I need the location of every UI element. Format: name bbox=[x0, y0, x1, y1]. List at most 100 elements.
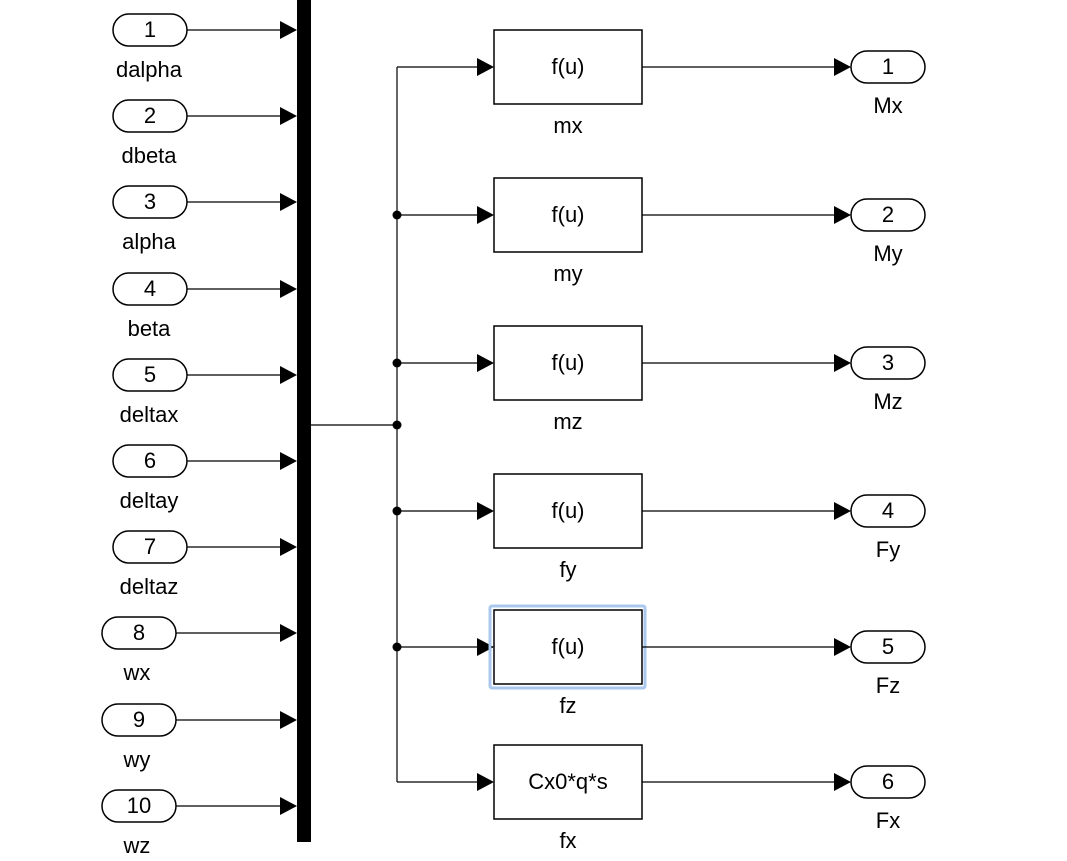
inport-arrow bbox=[280, 538, 297, 556]
fcn-block-box[interactable] bbox=[493, 177, 643, 253]
fcn-block-label: fx bbox=[559, 828, 576, 853]
fcn-expression: Cx0*q*s bbox=[528, 769, 607, 794]
inport-arrow bbox=[280, 624, 297, 642]
fcn-block-box[interactable] bbox=[493, 609, 643, 685]
outport-shape[interactable] bbox=[850, 198, 926, 232]
outport-shape[interactable] bbox=[850, 346, 926, 380]
outport-number: 4 bbox=[882, 498, 894, 523]
inport-arrow bbox=[280, 452, 297, 470]
outport-arrow bbox=[834, 638, 851, 656]
outport-2[interactable]: 2My bbox=[642, 198, 926, 266]
inport-label: deltax bbox=[120, 402, 179, 427]
fcn-block-box[interactable] bbox=[493, 29, 643, 105]
inport-1[interactable]: 1 dalpha bbox=[112, 13, 297, 82]
fcn-block-fz[interactable]: f(u) fz bbox=[488, 604, 647, 718]
outport-shape[interactable] bbox=[850, 765, 926, 799]
outport-arrow bbox=[834, 773, 851, 791]
branch-arrow bbox=[477, 502, 494, 520]
fcn-block-fx[interactable]: Cx0*q*s fx bbox=[493, 744, 643, 853]
fcn-block-box[interactable] bbox=[493, 473, 643, 549]
outports-layer: 1Mx 2My 3Mz 4Fy 5Fz 6Fx bbox=[642, 50, 926, 833]
outport-label: Fx bbox=[876, 808, 900, 833]
inport-number: 6 bbox=[144, 448, 156, 473]
inport-arrow bbox=[280, 107, 297, 125]
inport-arrow bbox=[280, 797, 297, 815]
outport-number: 2 bbox=[882, 202, 894, 227]
fcn-block-box[interactable] bbox=[493, 325, 643, 401]
branch-point bbox=[392, 358, 402, 368]
inport-label: deltaz bbox=[120, 574, 179, 599]
signal-lines bbox=[311, 58, 494, 791]
outport-number: 3 bbox=[882, 350, 894, 375]
outport-5[interactable]: 5Fz bbox=[642, 630, 926, 698]
inport-label: beta bbox=[128, 316, 172, 341]
mux-block[interactable] bbox=[297, 0, 311, 842]
inport-number: 9 bbox=[133, 707, 145, 732]
outport-3[interactable]: 3Mz bbox=[642, 346, 926, 414]
fcn-block-mz[interactable]: f(u)mz bbox=[493, 325, 643, 434]
inport-8[interactable]: 8 wx bbox=[101, 616, 297, 685]
outport-arrow bbox=[834, 354, 851, 372]
outport-4[interactable]: 4Fy bbox=[642, 494, 926, 562]
fcn-block-mx[interactable]: f(u) mx bbox=[493, 29, 643, 138]
inport-number: 10 bbox=[127, 793, 151, 818]
fcn-block-label: my bbox=[553, 261, 582, 286]
inport-arrow bbox=[280, 21, 297, 39]
outport-label: Mx bbox=[873, 93, 902, 118]
fcn-block-box[interactable] bbox=[493, 744, 643, 820]
outport-label: Mz bbox=[873, 389, 902, 414]
inport-arrow bbox=[280, 366, 297, 384]
outport-1[interactable]: 1Mx bbox=[642, 50, 926, 118]
fcn-expression: f(u) bbox=[552, 498, 585, 523]
outport-shape[interactable] bbox=[850, 494, 926, 528]
outport-number: 1 bbox=[882, 54, 894, 79]
inport-number: 2 bbox=[144, 103, 156, 128]
branch-arrow bbox=[477, 354, 494, 372]
inport-number: 5 bbox=[144, 362, 156, 387]
inport-5[interactable]: 5 deltax bbox=[112, 358, 297, 427]
fcn-expression: f(u) bbox=[552, 54, 585, 79]
inport-2[interactable]: 2 dbeta bbox=[112, 99, 297, 168]
inport-label: alpha bbox=[122, 229, 177, 254]
inport-arrow bbox=[280, 193, 297, 211]
outport-label: Fy bbox=[876, 537, 900, 562]
outport-arrow bbox=[834, 58, 851, 76]
inport-number: 7 bbox=[144, 534, 156, 559]
fcn-block-my[interactable]: f(u) my bbox=[493, 177, 643, 286]
outport-label: Fz bbox=[876, 673, 900, 698]
outport-6[interactable]: 6Fx bbox=[642, 765, 926, 833]
outport-shape[interactable] bbox=[850, 630, 926, 664]
inport-label: dbeta bbox=[121, 143, 177, 168]
inport-label: dalpha bbox=[116, 57, 183, 82]
inport-number: 8 bbox=[133, 620, 145, 645]
fcn-expression: f(u) bbox=[552, 202, 585, 227]
branch-arrow bbox=[477, 638, 494, 656]
fcn-block-label: mx bbox=[553, 113, 582, 138]
inport-7[interactable]: 7 deltaz bbox=[112, 530, 297, 599]
fcn-expression: f(u) bbox=[552, 634, 585, 659]
branch-point bbox=[392, 506, 402, 516]
inport-number: 1 bbox=[144, 17, 156, 42]
fcn-block-label: fz bbox=[559, 693, 576, 718]
outport-number: 5 bbox=[882, 634, 894, 659]
branch-arrow bbox=[477, 773, 494, 791]
branch-point bbox=[392, 420, 402, 430]
branch-point bbox=[392, 210, 402, 220]
inport-label: wy bbox=[123, 747, 151, 772]
fcn-expression: f(u) bbox=[552, 350, 585, 375]
outport-number: 6 bbox=[882, 769, 894, 794]
outport-shape[interactable] bbox=[850, 50, 926, 84]
inport-arrow bbox=[280, 711, 297, 729]
inport-arrow bbox=[280, 280, 297, 298]
inport-9[interactable]: 9 wy bbox=[101, 703, 297, 772]
inport-label: wx bbox=[123, 660, 151, 685]
fcn-block-fy[interactable]: f(u)fy bbox=[493, 473, 643, 582]
branch-arrow bbox=[477, 58, 494, 76]
